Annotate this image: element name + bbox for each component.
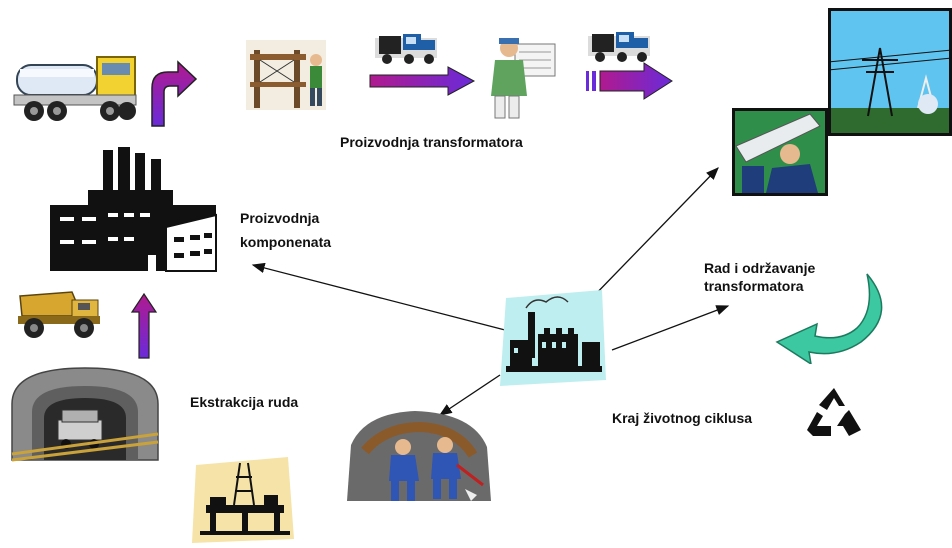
factory-icon: [48, 145, 220, 275]
tanker-truck-icon: [12, 55, 142, 130]
label-transformer-production: Proizvodnja transformatora: [340, 134, 523, 150]
up-arrow-icon: [130, 292, 158, 360]
label-ore-extraction: Ekstrakcija ruda: [190, 394, 299, 410]
label-operation-2: transformatora: [704, 278, 804, 294]
right-arrow-icon: [368, 66, 478, 96]
oil-rig-icon: [190, 455, 300, 545]
workshop-icon: [240, 38, 335, 113]
label-component-production-2: komponenata: [240, 234, 332, 250]
power-plant-icon: [498, 288, 610, 388]
worker-pole-icon: [732, 108, 828, 196]
right-arrow-icon-2: [582, 62, 677, 102]
miners-icon: [345, 405, 495, 505]
arrow-to-miners: [438, 374, 501, 416]
mine-tunnel-icon: [10, 364, 160, 464]
mining-truck-icon: [12, 290, 107, 340]
curved-arrow-icon: [148, 60, 198, 128]
power-line-icon: [828, 8, 952, 136]
recycle-icon: [805, 386, 863, 440]
label-operation-1: Rad i održavanje: [704, 260, 816, 276]
arrow-to-components: [251, 262, 506, 331]
delivery-truck-icon: [375, 32, 443, 66]
label-component-production-1: Proizvodnja: [240, 210, 320, 226]
recycle-green-arrow-icon: [775, 272, 895, 364]
arrow-to-end-of-life: [611, 305, 730, 351]
arrow-to-operation: [587, 167, 719, 303]
delivery-truck-icon-2: [588, 30, 656, 64]
label-end-of-life: Kraj životnog ciklusa: [612, 410, 753, 426]
engineer-icon: [485, 36, 560, 121]
